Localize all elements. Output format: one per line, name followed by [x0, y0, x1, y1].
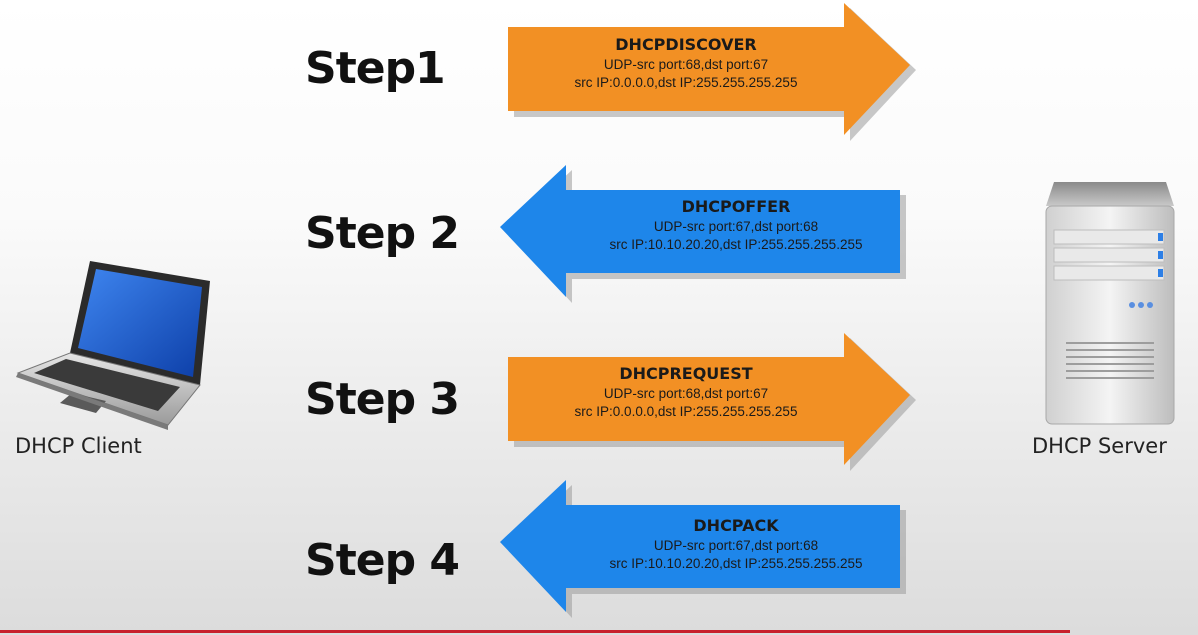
left-arrow-icon [500, 480, 906, 618]
message-name: DHCPDISCOVER [615, 35, 757, 54]
dhcpdiscover-arrow: DHCPDISCOVER UDP-src port:68,dst port:67… [508, 3, 916, 141]
ip-info: src IP:0.0.0.0,dst IP:255.255.255.255 [574, 404, 798, 419]
dhcprequest-arrow: DHCPREQUEST UDP-src port:68,dst port:67 … [508, 333, 916, 471]
message-name: DHCPREQUEST [619, 364, 753, 383]
message-name: DHCPOFFER [681, 197, 791, 216]
step-2-label: Step 2 [305, 208, 460, 259]
dhcp-server [1040, 178, 1180, 430]
ip-info: src IP:10.10.20.20,dst IP:255.255.255.25… [609, 556, 863, 571]
port-info: UDP-src port:67,dst port:68 [653, 219, 819, 234]
step-3-label: Step 3 [305, 374, 460, 425]
dhcp-client [10, 255, 215, 430]
dhcp-server-label: DHCP Server [1032, 434, 1167, 458]
bottom-divider [0, 630, 1070, 633]
laptop-icon [16, 261, 210, 430]
server-tower-icon [1045, 182, 1175, 425]
step-1-label: Step1 [305, 43, 446, 94]
dhcp-client-label: DHCP Client [15, 434, 142, 458]
ip-info: src IP:0.0.0.0,dst IP:255.255.255.255 [574, 75, 798, 90]
left-arrow-icon [500, 165, 906, 303]
dhcpack-arrow: DHCPACK UDP-src port:67,dst port:68 src … [500, 480, 906, 618]
port-info: UDP-src port:68,dst port:67 [603, 386, 769, 401]
port-info: UDP-src port:68,dst port:67 [603, 57, 769, 72]
message-name: DHCPACK [693, 516, 779, 535]
port-info: UDP-src port:67,dst port:68 [653, 538, 819, 553]
ip-info: src IP:10.10.20.20,dst IP:255.255.255.25… [609, 237, 863, 252]
right-arrow-icon [508, 333, 916, 471]
dhcpoffer-arrow: DHCPOFFER UDP-src port:67,dst port:68 sr… [500, 165, 906, 303]
step-4-label: Step 4 [305, 535, 460, 586]
right-arrow-icon [508, 3, 916, 141]
